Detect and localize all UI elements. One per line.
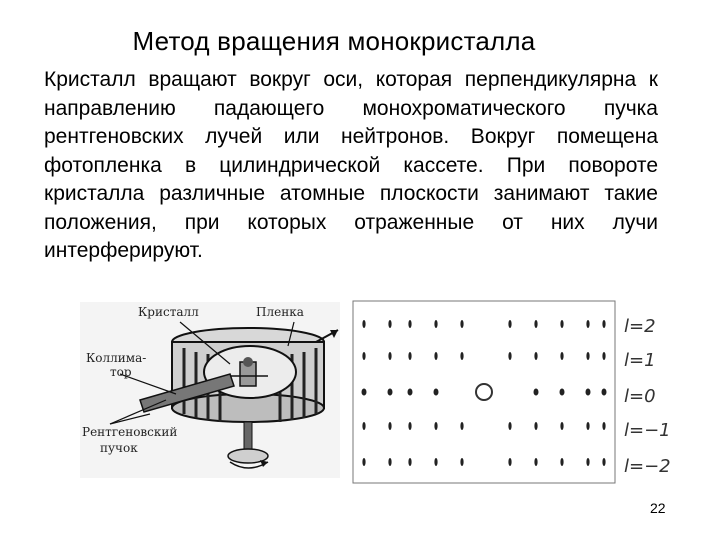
label-film: Пленка [256, 305, 304, 319]
diffraction-spot [434, 458, 438, 466]
diffraction-spot [408, 422, 412, 430]
diffraction-spot [560, 352, 564, 360]
diffraction-spot [601, 388, 607, 396]
diffraction-pattern-figure [352, 300, 616, 484]
diffraction-spot [560, 320, 564, 328]
diffraction-spot [602, 352, 606, 360]
diffraction-spot [533, 388, 539, 396]
layer-label-l1: l=1 [624, 350, 656, 371]
layer-line-labels: l=2 l=1 l=0 l=−1 l=−2 [624, 304, 684, 484]
diffraction-spot [408, 320, 412, 328]
label-xray-line1: Рентгеновский [82, 425, 177, 439]
label-xray-line2: пучок [100, 441, 138, 455]
diffraction-spot [460, 352, 464, 360]
diffraction-spot [602, 422, 606, 430]
diffraction-spot [508, 422, 512, 430]
diffraction-spot [585, 388, 591, 396]
diffraction-spot [362, 422, 366, 430]
diffraction-spot [586, 320, 590, 328]
diffraction-spot [559, 388, 565, 396]
diffraction-spot [460, 458, 464, 466]
diffraction-spot [408, 458, 412, 466]
diffraction-spot [361, 388, 367, 396]
description-paragraph: Кристалл вращают вокруг оси, которая пер… [44, 68, 658, 262]
diffraction-spot [387, 388, 393, 396]
diffraction-spot [508, 458, 512, 466]
diffraction-spot [534, 352, 538, 360]
diffraction-spot [433, 388, 439, 396]
diffraction-spot [586, 352, 590, 360]
layer-label-l2: l=2 [624, 316, 656, 337]
diffraction-spot [560, 458, 564, 466]
diffraction-spot [534, 422, 538, 430]
diffraction-spot [460, 320, 464, 328]
label-crystal: Кристалл [138, 305, 199, 319]
rotating-crystal-apparatus-figure: Кристалл Пленка Коллима- тор Рентгеновск… [80, 302, 340, 478]
page-number: 22 [650, 500, 666, 516]
diffraction-spot [602, 458, 606, 466]
diffraction-spot [434, 320, 438, 328]
diffraction-spot [534, 458, 538, 466]
diffraction-spot [362, 320, 366, 328]
diffraction-spot [388, 458, 392, 466]
diffraction-spot [586, 422, 590, 430]
diffraction-spot [560, 422, 564, 430]
diffraction-spot [388, 352, 392, 360]
diffraction-spot [586, 458, 590, 466]
primary-beam-spot [475, 383, 493, 401]
diffraction-spot [388, 320, 392, 328]
layer-label-lm2: l=−2 [624, 456, 671, 477]
diffraction-spot [362, 458, 366, 466]
diffraction-spot [407, 388, 413, 396]
label-collimator-line1: Коллима- [86, 351, 146, 365]
diffraction-spot [460, 422, 464, 430]
diffraction-spot [408, 352, 412, 360]
diffraction-spot [602, 320, 606, 328]
diffraction-spot [534, 320, 538, 328]
diffraction-spot [508, 320, 512, 328]
label-collimator-line2: тор [110, 365, 132, 379]
layer-label-l0: l=0 [624, 386, 656, 407]
diffraction-spot [362, 352, 366, 360]
diffraction-spot [434, 352, 438, 360]
diffraction-spot [434, 422, 438, 430]
diffraction-spot [388, 422, 392, 430]
diffraction-spot [508, 352, 512, 360]
slide-title: Метод вращения монокристалла [132, 26, 536, 56]
layer-label-lm1: l=−1 [624, 420, 671, 441]
